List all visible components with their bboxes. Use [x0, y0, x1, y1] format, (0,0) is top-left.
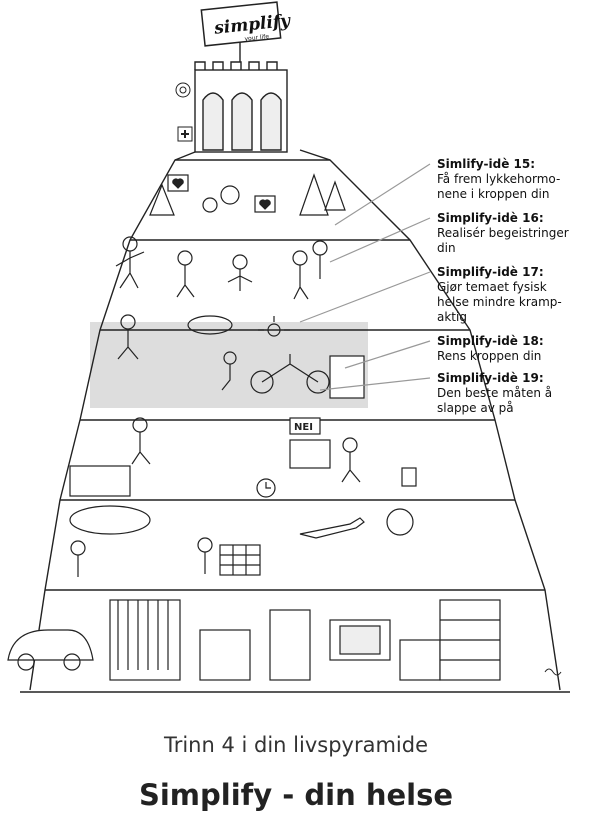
highlight-band	[90, 322, 368, 408]
simplify-logo: simplify your life	[200, 1, 292, 47]
people-doodles	[115, 236, 328, 300]
idea-body: Få frem lykkehormo- nene i kroppen din	[437, 172, 561, 201]
note-connector-lines	[299, 163, 431, 391]
idea-title: Simplify-idè 18:	[437, 334, 544, 348]
simplify-idea-15: Simlify-idè 15: Få frem lykkehormo- nene…	[437, 157, 587, 202]
svg-text:NEI: NEI	[294, 422, 313, 433]
idea-title: Simplify-idè 16:	[437, 211, 544, 225]
idea-title: Simplify-idè 19:	[437, 371, 544, 385]
simplify-idea-19: Simplify-idè 19: Den beste måten å slapp…	[437, 371, 587, 416]
simplify-idea-17: Simplify-idè 17: Gjør temaet fysisk hels…	[437, 265, 587, 325]
office-doodles: NEI	[69, 417, 417, 498]
idea-body: Gjør temaet fysisk helse mindre kramp- a…	[437, 280, 562, 324]
caption-subtitle: Trinn 4 i din livspyramide	[163, 733, 429, 757]
dream-doodles	[69, 505, 414, 577]
artist-signature	[544, 668, 562, 676]
idea-body: Realisér begeistringer din	[437, 226, 569, 255]
trees-and-hearts	[149, 173, 346, 216]
clutter-doodles	[7, 599, 501, 681]
caption-title: Simplify - din helse	[138, 778, 454, 812]
svg-text:your life: your life	[244, 33, 269, 43]
first-aid-icon	[177, 126, 193, 142]
idea-title: Simlify-idè 15:	[437, 157, 536, 171]
castle-icon	[194, 40, 288, 153]
idea-title: Simplify-idè 17:	[437, 265, 544, 279]
life-pyramid-illustration: simplify your life	[7, 1, 570, 693]
simplify-idea-18: Simplify-idè 18: Rens kroppen din	[437, 334, 587, 364]
idea-body: Den beste måten å slappe av på	[437, 386, 553, 415]
simplify-idea-16: Simplify-idè 16: Realisér begeistringer …	[437, 211, 587, 256]
idea-body: Rens kroppen din	[437, 349, 542, 363]
target-icon	[175, 82, 191, 98]
exercise-doodles	[117, 314, 365, 399]
